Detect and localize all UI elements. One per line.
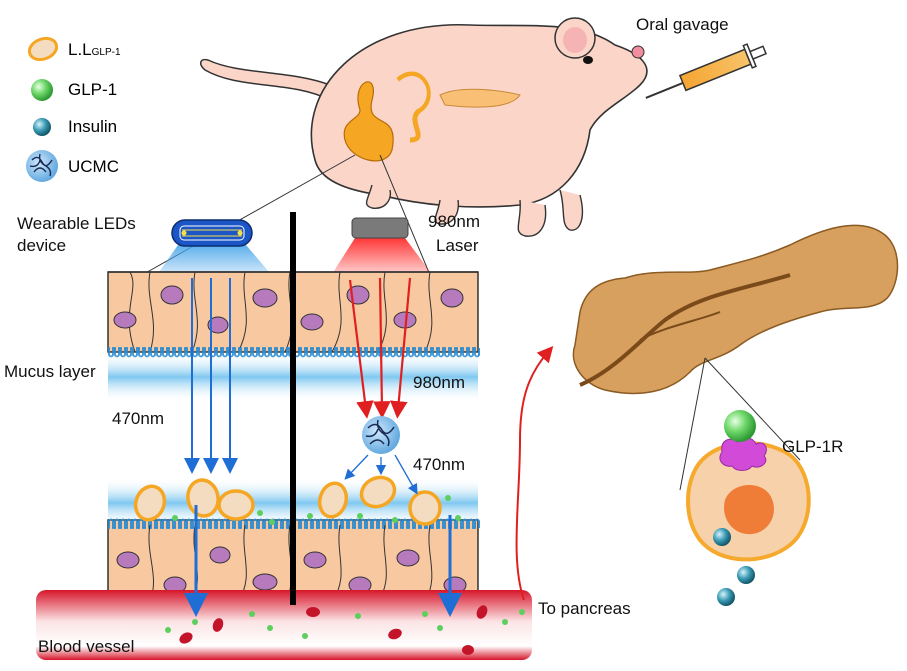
zoom-line-right <box>379 154 431 276</box>
pancreas-illustration <box>572 224 899 395</box>
laser-label-line1: 980nm <box>428 212 480 231</box>
legend-ll-text: L.L <box>68 40 92 59</box>
wavelength-980: 980nm <box>413 373 465 392</box>
glp1-icon <box>31 79 53 101</box>
legend <box>26 36 59 182</box>
blood-vessel-label: Blood vessel <box>38 637 135 656</box>
legend-ucmc-label: UCMC <box>68 157 119 176</box>
insulin-icon <box>33 118 51 136</box>
transport-arrows <box>184 505 462 617</box>
ucmc-particle <box>362 416 400 454</box>
legend-ll-label: L.LGLP-1 <box>68 40 121 60</box>
legend-ll-sub: GLP-1 <box>91 47 121 58</box>
wavelength-470-right: 470nm <box>413 455 465 474</box>
zoom-line-pancreas-right <box>704 357 801 461</box>
red-blood-cells <box>179 605 488 655</box>
ll-bacteria-icon <box>27 36 59 62</box>
glp1r-label: GLP-1R <box>782 437 844 456</box>
red-laser-arrows <box>348 277 412 419</box>
bacteria-cluster <box>133 475 442 526</box>
blue-light-arrows <box>184 278 238 474</box>
to-pancreas-arrow <box>515 345 554 601</box>
glp1-molecule <box>724 410 756 442</box>
oral-gavage-label: Oral gavage <box>636 15 729 34</box>
zoom-line-pancreas-left <box>679 357 706 491</box>
wearable-led-label-line1: Wearable LEDs <box>17 214 136 233</box>
legend-insulin-label: Insulin <box>68 117 118 136</box>
ucmc-icon <box>26 150 58 182</box>
legend-glp1-label: GLP-1 <box>68 80 118 99</box>
blood-vessel <box>36 590 532 660</box>
insulin-molecules <box>713 528 755 606</box>
emission-arrows <box>344 454 418 495</box>
to-pancreas-label: To pancreas <box>538 599 631 618</box>
laser-label-line2: Laser <box>436 236 479 255</box>
mouse-illustration <box>200 17 648 237</box>
glp1r-receptor <box>719 437 767 471</box>
syringe-icon <box>645 43 767 99</box>
wearable-led-label-line2: device <box>17 236 67 255</box>
mucus-layer-label: Mucus layer <box>4 362 96 381</box>
wavelength-470-left: 470nm <box>112 409 164 428</box>
